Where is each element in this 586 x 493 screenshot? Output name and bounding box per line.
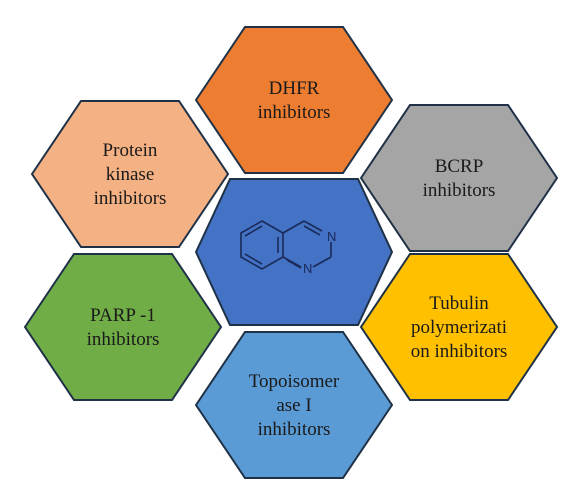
hexagon-shape <box>23 253 223 401</box>
hex-dhfr-inhibitors: DHFR inhibitors <box>194 26 394 174</box>
hexagon-label-line: DHFR <box>269 78 320 99</box>
hexagon-shape <box>359 253 559 401</box>
hexagon-label-line: inhibitors <box>423 180 496 201</box>
nitrogen-atom-label: N <box>303 261 312 276</box>
hexagon-label-line: inhibitors <box>258 102 331 123</box>
hexagon-label-line: inhibitors <box>94 188 167 209</box>
hex-parp1-inhibitors: PARP -1 inhibitors <box>23 253 223 401</box>
hexagon-shape <box>194 331 394 479</box>
hexagon-label-line: inhibitors <box>87 329 160 350</box>
hex-bcrp-inhibitors: BCRP inhibitors <box>359 104 559 252</box>
hex-protein-kinase-inhibitors: Protein kinase inhibitors <box>30 100 230 248</box>
hexagon-label-line: Tubulin <box>429 293 489 314</box>
hex-tubulin-polymerization-inhibitors: Tubulin polymerizati on inhibitors <box>359 253 559 401</box>
hexagon-label-line: kinase <box>106 164 155 185</box>
hexagon-label-line: Protein <box>103 140 158 161</box>
hexagon-shape <box>359 104 559 252</box>
hex-topoisomerase-inhibitors: Topoisomer ase I inhibitors <box>194 331 394 479</box>
center-hexagon-shape <box>194 178 394 326</box>
hexagon-label-line: ase I <box>276 395 311 416</box>
nitrogen-atom-label: N <box>327 229 336 244</box>
quinazoline-structure-icon: N N <box>240 220 336 276</box>
hex-center-quinazoline: N N <box>194 178 394 326</box>
hexagon-label-line: PARP -1 <box>90 305 156 326</box>
hexagon-label-line: inhibitors <box>258 419 331 440</box>
hexagon-shape <box>194 26 394 174</box>
hexagon-label-line: BCRP <box>435 156 484 177</box>
hexagon-shape <box>30 100 230 248</box>
hexagon-label-line: on inhibitors <box>411 341 508 362</box>
hexagon-label-line: Topoisomer <box>249 371 340 392</box>
hexagon-label-line: polymerizati <box>411 317 507 338</box>
